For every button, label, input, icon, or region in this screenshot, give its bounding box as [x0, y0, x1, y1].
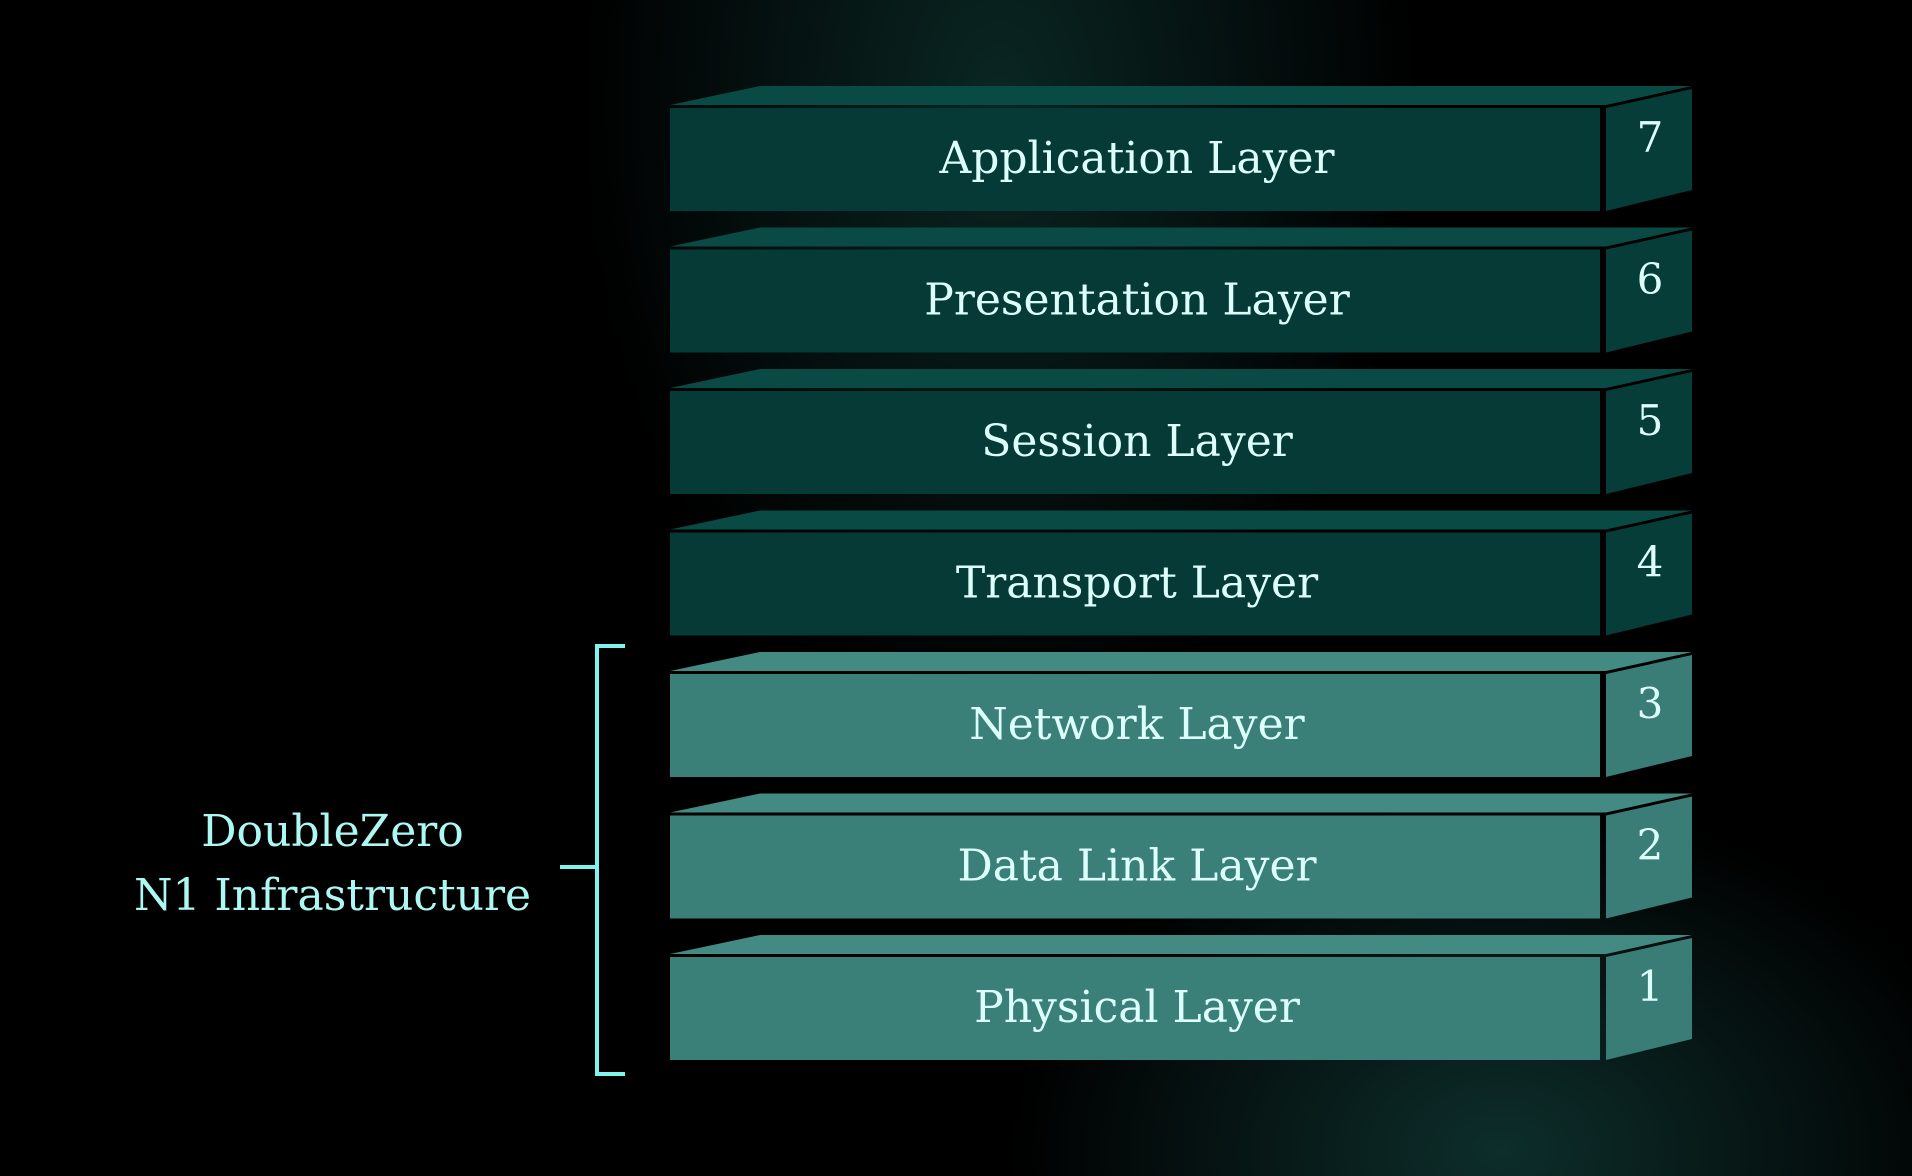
layer-top-face — [670, 652, 1692, 671]
layer-front-face — [670, 532, 1600, 636]
layer-2: Data Link Layer 2 — [670, 793, 1692, 919]
bracket-label-line2: N1 Infrastructure — [133, 870, 532, 921]
layer-name: Presentation Layer — [924, 275, 1350, 326]
layer-side-face — [1606, 513, 1692, 636]
layer-number: 5 — [1637, 396, 1664, 445]
layer-front-face — [670, 249, 1600, 353]
layer-name: Network Layer — [969, 699, 1305, 750]
layer-top-face — [670, 227, 1692, 247]
layer-top-face — [670, 510, 1692, 530]
layer-5: Session Layer 5 — [670, 369, 1692, 494]
layer-side-face — [1606, 372, 1692, 494]
bracket-label: DoubleZero N1 Infrastructure — [100, 800, 565, 928]
bracket-label-line1: DoubleZero — [201, 806, 464, 857]
layer-front-face — [670, 674, 1600, 777]
layer-front-face — [670, 391, 1600, 494]
layer-number: 3 — [1637, 679, 1664, 728]
layer-side-face — [1606, 938, 1692, 1060]
layer-top-face — [670, 935, 1692, 954]
layer-name: Transport Layer — [956, 558, 1319, 609]
layer-side-face — [1606, 230, 1692, 353]
layer-number: 2 — [1637, 821, 1664, 870]
layer-front-face — [670, 815, 1600, 919]
layer-7: Application Layer 7 — [670, 86, 1692, 211]
layer-front-face — [670, 957, 1600, 1060]
layer-side-face — [1606, 655, 1692, 777]
layer-name: Data Link Layer — [957, 841, 1317, 892]
layer-3: Network Layer 3 — [670, 652, 1692, 777]
layer-number: 4 — [1637, 538, 1664, 587]
layer-side-face — [1606, 796, 1692, 919]
layer-top-face — [670, 86, 1692, 105]
bracket — [560, 644, 625, 1076]
layer-side-face — [1606, 89, 1692, 211]
layer-top-face — [670, 369, 1692, 388]
layer-top-face — [670, 793, 1692, 813]
layer-name: Session Layer — [981, 416, 1294, 467]
layer-1: Physical Layer 1 — [670, 935, 1692, 1060]
layer-front-face — [670, 108, 1600, 211]
layer-6: Presentation Layer 6 — [670, 227, 1692, 353]
layer-number: 6 — [1637, 255, 1664, 304]
layer-4: Transport Layer 4 — [670, 510, 1692, 636]
layer-number: 1 — [1637, 962, 1664, 1011]
layer-name: Application Layer — [938, 133, 1335, 184]
layer-name: Physical Layer — [974, 982, 1301, 1033]
layer-number: 7 — [1637, 113, 1664, 162]
